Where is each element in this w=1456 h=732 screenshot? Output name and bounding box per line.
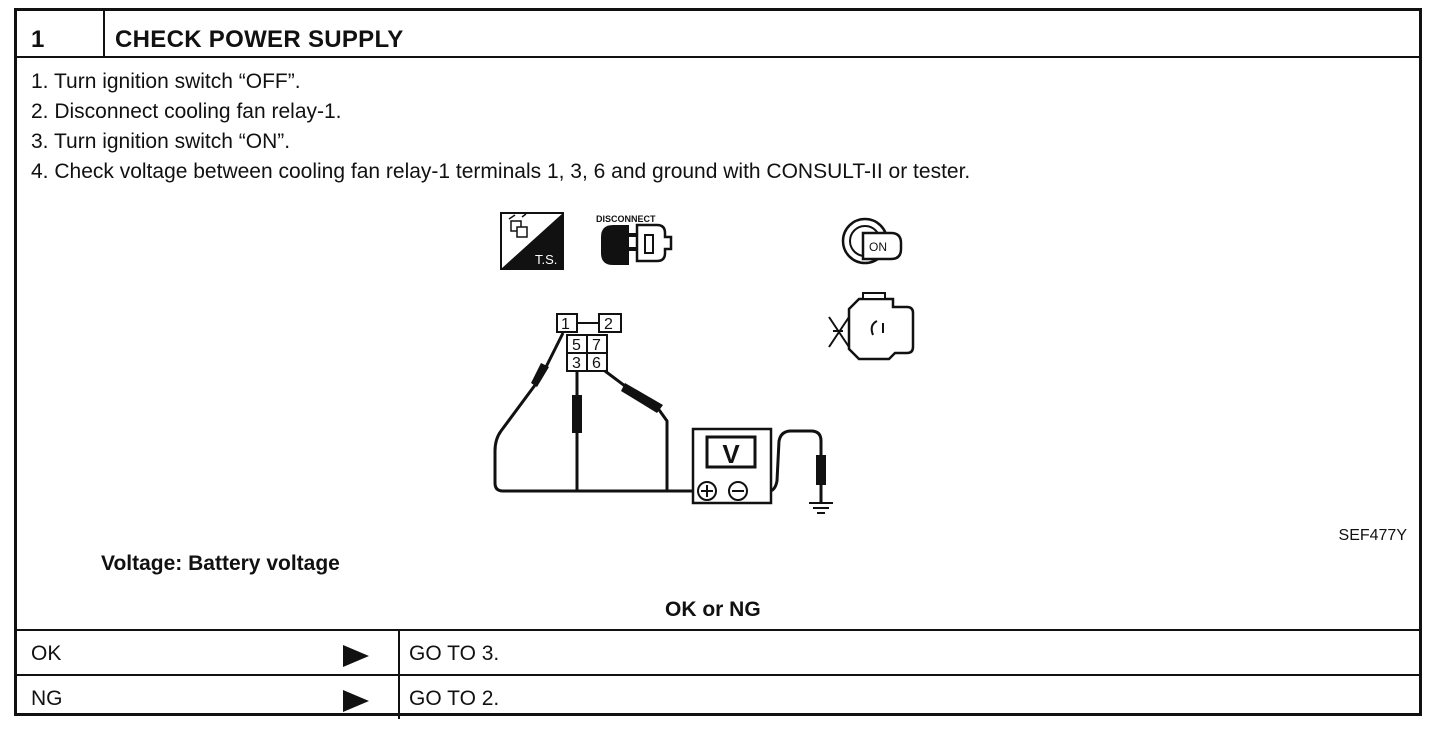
probe-leads (493, 332, 823, 503)
voltmeter: V (691, 427, 773, 505)
disconnect-label: DISCONNECT (596, 214, 656, 224)
header-divider (17, 56, 1419, 58)
terminal-5: 5 (572, 337, 581, 354)
step-number: 1 (31, 26, 45, 53)
results-row-divider (17, 674, 1419, 676)
header-column-divider (103, 11, 105, 56)
result-ng-action: GO TO 2. (409, 687, 500, 710)
on-label: ON (869, 240, 887, 254)
terminal-6: 6 (592, 355, 601, 372)
voltmeter-label: V (722, 439, 740, 469)
arrow-right-icon (343, 690, 369, 712)
instruction-3: 3. Turn ignition switch “ON”. (31, 130, 291, 153)
relay-connector: 1 2 5 7 3 6 (556, 313, 622, 372)
engine-icon (828, 292, 915, 361)
terminal-2: 2 (604, 316, 613, 333)
instruction-2: 2. Disconnect cooling fan relay-1. (31, 100, 342, 123)
terminal-7: 7 (592, 337, 601, 354)
result-header: OK or NG (665, 598, 761, 621)
results-top-divider (17, 629, 1419, 631)
terminal-1: 1 (561, 316, 570, 333)
procedure-table: 1 CHECK POWER SUPPLY 1. Turn ignition sw… (14, 8, 1422, 719)
result-ok-label: OK (31, 642, 62, 665)
terminal-3: 3 (572, 355, 581, 372)
probe-tips (531, 363, 826, 485)
specification: Voltage: Battery voltage (101, 552, 340, 575)
ground-symbol (809, 502, 833, 514)
wiring-diagram: T.S. DISCONNECT ON (493, 212, 915, 514)
result-ok-action: GO TO 3. (409, 642, 500, 665)
figure-reference: SEF477Y (1338, 527, 1407, 544)
ts-icon: T.S. (500, 212, 564, 270)
disconnect-connector-icon: DISCONNECT (596, 214, 673, 265)
instruction-1: 1. Turn ignition switch “OFF”. (31, 70, 301, 93)
instruction-4: 4. Check voltage between cooling fan rel… (31, 160, 971, 183)
ignition-on-icon: ON (841, 217, 903, 265)
step-title: CHECK POWER SUPPLY (115, 26, 404, 53)
result-ng-label: NG (31, 687, 63, 710)
arrow-right-icon (343, 645, 369, 667)
results-column-divider (398, 629, 400, 719)
ts-label: T.S. (535, 252, 557, 267)
